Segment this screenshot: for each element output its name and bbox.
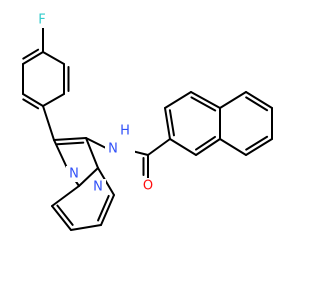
amide-naphthyl-bond [147, 138, 171, 156]
naph-bond-inner [245, 96, 269, 112]
imidazole-bond-inner [56, 141, 85, 146]
naph-bond [219, 91, 247, 109]
naph-bond [164, 107, 171, 140]
naph-bond [245, 138, 273, 156]
naph-bond [219, 138, 247, 156]
naph-bond [164, 91, 192, 109]
ph-bond [22, 51, 44, 65]
bridgehead-nitrogen-label: N [93, 180, 103, 195]
aryl-imidazole-bond [42, 105, 55, 141]
naph-bond [195, 138, 221, 156]
carbonyl-oxygen-label: O [143, 179, 153, 194]
pyridine-bond-inner [97, 194, 110, 222]
c-n-bond [85, 137, 107, 149]
amide-nitrogen-label: N [108, 142, 118, 157]
pyridine-bond [100, 194, 115, 226]
imidazole-bond [85, 137, 99, 169]
naph-bond-inner [168, 109, 175, 137]
naph-bond-inner [190, 96, 217, 112]
ph-bond [42, 51, 65, 65]
imidazole-bond [53, 137, 87, 141]
ph-bond-inner [22, 98, 40, 110]
imidazole-bond [78, 167, 99, 187]
fluorine-atom-label: F [38, 13, 45, 28]
molecule-structure-diagram: F N H N N O [22, 12, 273, 231]
imidazole-bond [53, 139, 69, 171]
pyridine-bond-inner [56, 204, 74, 226]
pyridine-bond [51, 185, 80, 207]
atom-labels: F N H N N O [34, 12, 156, 195]
ph-bond [42, 93, 65, 107]
pyridine-bond [51, 205, 72, 231]
imidazole-nitrogen-label: N [69, 167, 79, 182]
ph-bond [22, 93, 44, 107]
naph-bond [190, 91, 221, 109]
naph-bond [245, 91, 273, 109]
naph-bond [169, 138, 197, 156]
naph-bond-inner [195, 135, 217, 151]
pyridine-bond [70, 224, 102, 231]
naph-bond-inner [245, 135, 269, 151]
ph-bond-inner [22, 48, 40, 60]
amide-hydrogen-label: H [120, 124, 130, 139]
bond-layer [22, 27, 273, 231]
